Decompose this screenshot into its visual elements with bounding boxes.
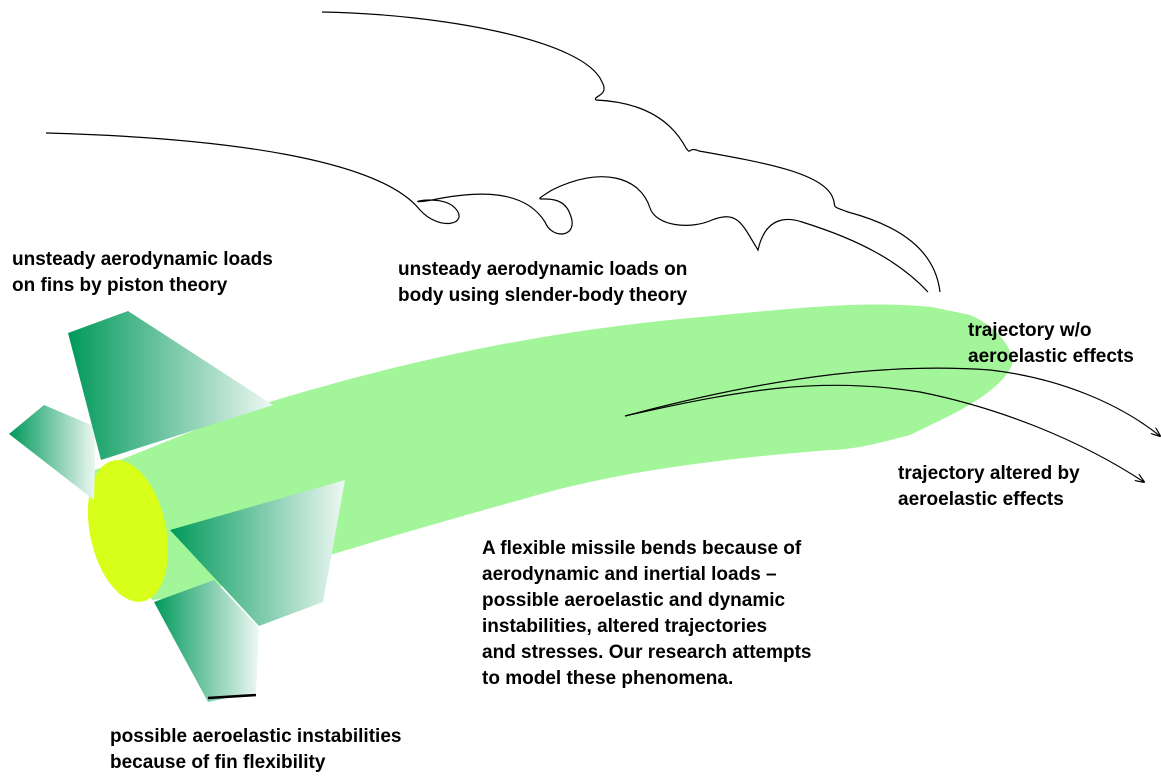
lower-loop-curve [45,132,929,293]
fin-instability-label: possible aeroelastic instabilities becau… [110,724,401,776]
trajectory-nominal-line2: aeroelastic effects [968,346,1134,367]
trajectory-nominal-line [624,367,1160,436]
description-line: instabilities, altered trajectories [482,616,768,637]
fin-upper [68,311,273,460]
fins-piston-label: unsteady aerodynamic loads on fins by pi… [12,247,273,299]
trajectory-altered-line [624,384,1144,482]
body-slender-label: unsteady aerodynamic loads on body using… [398,257,687,309]
body-slender-line2: body using slender-body theory [398,285,688,306]
fins-piston-line2: on fins by piston theory [12,275,228,296]
upper-loop-curve [321,11,941,293]
description-line: possible aeroelastic and dynamic [482,590,786,611]
trajectory-nominal-label: trajectory w/o aeroelastic effects [968,318,1134,370]
fin-instability-line1: possible aeroelastic instabilities [110,726,402,747]
trajectory-altered-label: trajectory altered by aeroelastic effect… [898,461,1080,513]
fin-rear-left [9,405,96,500]
fin-lower-shadow [207,693,257,700]
description-text: A flexible missile bends because of aero… [482,536,812,692]
description-line: A flexible missile bends because of [482,538,802,559]
trajectory-altered-line2: aeroelastic effects [898,489,1064,510]
trajectory-altered-line1: trajectory altered by [898,463,1080,484]
trajectory-nominal-line1: trajectory w/o [968,320,1092,341]
fin-right [170,480,345,626]
fin-instability-line2: because of fin flexibility [110,752,326,773]
description-line: aerodynamic and inertial loads – [482,564,777,585]
nozzle-ellipse [87,460,169,602]
body-slender-line1: unsteady aerodynamic loads on [398,259,688,280]
description-line: to model these phenomena. [482,668,734,689]
description-line: and stresses. Our research attempts [482,642,812,663]
fin-lower [154,580,259,702]
fins-piston-line1: unsteady aerodynamic loads [12,249,273,270]
